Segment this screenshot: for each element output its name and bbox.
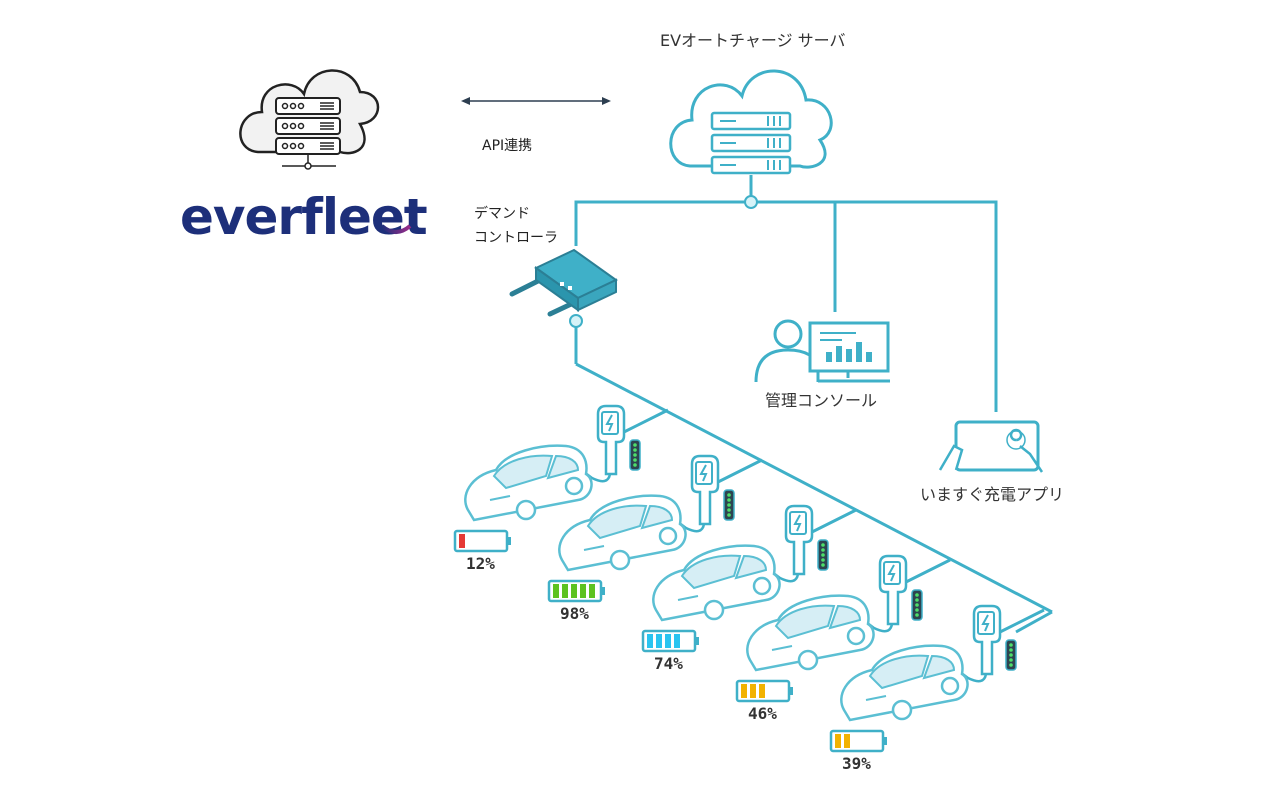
ev-charger-icon <box>959 604 1017 683</box>
battery-icon <box>547 579 605 603</box>
battery-bar <box>741 684 747 698</box>
everfleet-cloud-server-icon <box>239 69 380 170</box>
battery-bar <box>580 584 586 598</box>
server-label: EVオートチャージ サーバ <box>660 31 846 50</box>
battery-icon <box>641 629 699 653</box>
branch-line <box>717 458 763 484</box>
charging-row: 46% <box>735 554 951 723</box>
charging-row: 39% <box>829 604 1045 773</box>
battery-bar <box>562 584 568 598</box>
battery-icon <box>453 529 511 553</box>
branch-line <box>623 408 669 434</box>
bidirectional-arrow-icon <box>461 97 611 105</box>
demand-label-line2: コントローラ <box>474 230 558 246</box>
battery-percent-label: 74% <box>654 654 683 673</box>
battery-bar <box>571 584 577 598</box>
battery-percent-label: 12% <box>466 554 495 573</box>
battery-icon <box>735 679 793 703</box>
battery-percent-label: 98% <box>560 604 589 623</box>
battery-bar <box>674 634 680 648</box>
battery-bar <box>553 584 559 598</box>
operator-monitor-icon <box>754 319 890 383</box>
car-icon <box>746 594 875 672</box>
battery-bar <box>647 634 653 648</box>
battery-icon <box>829 729 887 753</box>
demand-label-line1: デマンド <box>474 205 530 222</box>
battery-bar <box>750 684 756 698</box>
charging-rows: 12% 98% 74% 46% 39% <box>453 404 1045 773</box>
console-label: 管理コンソール <box>765 391 877 410</box>
tablet-touch-icon <box>938 420 1044 473</box>
car-icon <box>464 444 593 522</box>
car-icon <box>558 494 687 572</box>
ev-charger-icon <box>677 454 735 533</box>
car-icon <box>840 644 969 722</box>
branch-line <box>811 508 857 534</box>
battery-bar <box>656 634 662 648</box>
ev-server-cloud-icon <box>669 69 833 175</box>
charging-row: 74% <box>641 504 857 673</box>
charging-row: 12% <box>453 404 669 573</box>
app-label: いますぐ充電アプリ <box>920 485 1064 504</box>
battery-percent-label: 39% <box>842 754 871 773</box>
network-lines <box>569 175 1053 634</box>
battery-bar <box>844 734 850 748</box>
ev-charger-icon <box>865 554 923 633</box>
battery-bar <box>665 634 671 648</box>
branch-line <box>999 608 1045 634</box>
everfleet-logo: everfleet <box>180 188 427 246</box>
ev-charger-icon <box>583 404 641 483</box>
api-label: API連携 <box>482 138 532 154</box>
battery-percent-label: 46% <box>748 704 777 723</box>
ev-charger-icon <box>771 504 829 583</box>
battery-bar <box>589 584 595 598</box>
logo-swoosh <box>380 224 412 234</box>
battery-bar <box>835 734 841 748</box>
branch-line <box>905 558 951 584</box>
charging-row: 98% <box>547 454 763 623</box>
battery-bar <box>759 684 765 698</box>
car-icon <box>652 544 781 622</box>
router-icon <box>509 248 618 317</box>
battery-bar <box>459 534 465 548</box>
